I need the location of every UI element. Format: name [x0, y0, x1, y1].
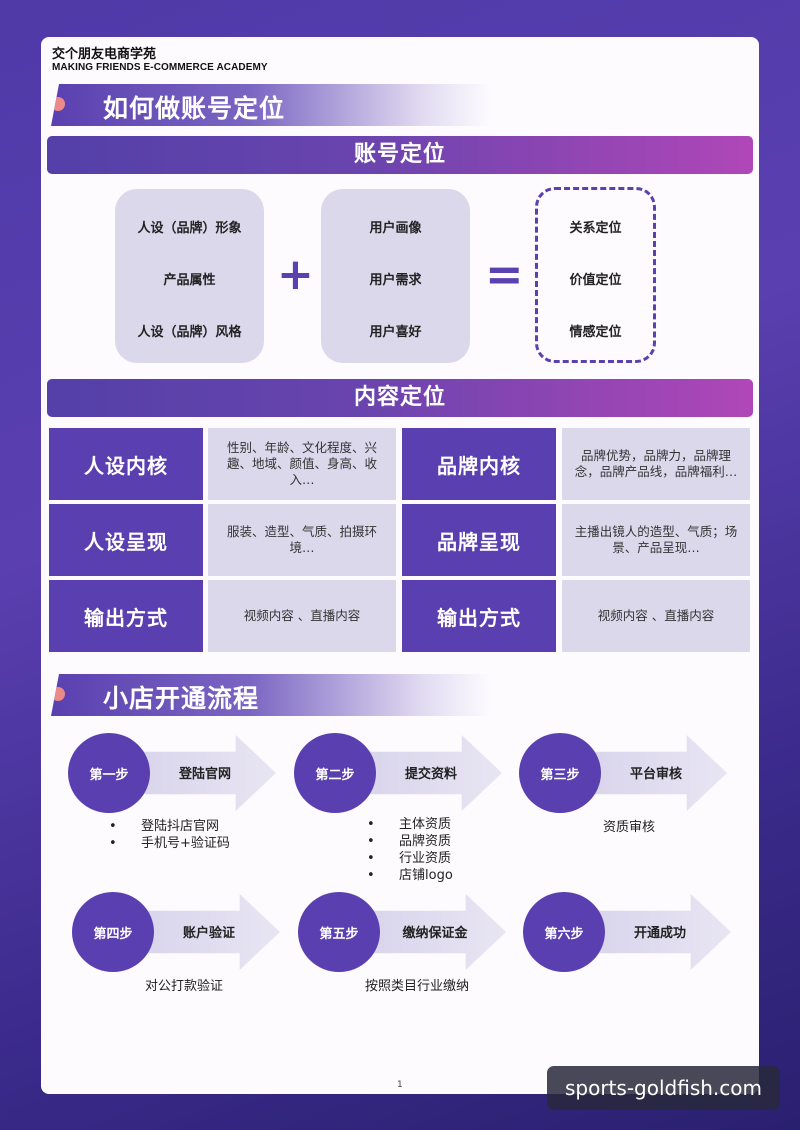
grid-header: 品牌内核 — [402, 428, 556, 500]
plus-icon: + — [277, 249, 314, 300]
document-page: 交个朋友电商学苑 MAKING FRIENDS E-COMMERCE ACADE… — [41, 37, 759, 1094]
card-item: 人设（品牌）形象 — [137, 221, 242, 236]
card-item: 情感定位 — [569, 325, 622, 340]
brand-name-en: MAKING FRIENDS E-COMMERCE ACADEMY — [52, 62, 268, 73]
bar-content-positioning: 内容定位 — [47, 379, 753, 417]
step-label: 提交资料 — [404, 767, 457, 782]
step-4-note: 对公打款验证 — [145, 979, 224, 994]
note-item: 品牌资质 — [367, 833, 453, 850]
step-label: 账户验证 — [182, 926, 235, 941]
section-title-text: 小店开通流程 — [103, 684, 260, 713]
grid-detail: 性别、年龄、文化程度、兴趣、地域、颜值、身高、收入… — [208, 428, 396, 500]
step-label: 平台审核 — [629, 767, 682, 782]
step-number: 第四步 — [72, 892, 154, 972]
grid-detail: 主播出镜人的造型、气质；场景、产品呈现… — [562, 504, 750, 576]
grid-detail: 视频内容 、直播内容 — [208, 580, 396, 652]
grid-header: 输出方式 — [49, 580, 203, 652]
card-item: 价值定位 — [569, 273, 622, 288]
step-number: 第六步 — [523, 892, 605, 972]
step-5-note: 按照类目行业缴纳 — [365, 979, 470, 994]
card-item: 用户画像 — [369, 221, 422, 236]
card-user-attributes: 用户画像 用户需求 用户喜好 — [321, 189, 470, 363]
step-label: 缴纳保证金 — [402, 926, 468, 941]
step-label: 开通成功 — [633, 926, 686, 941]
brand-name-cn: 交个朋友电商学苑 — [52, 47, 157, 62]
bullet-dot-icon — [51, 97, 65, 111]
card-item: 用户需求 — [369, 273, 422, 288]
step-label: 登陆官网 — [178, 767, 231, 782]
note-item: 主体资质 — [367, 816, 453, 833]
bar-account-positioning: 账号定位 — [47, 136, 753, 174]
step-3-note: 资质审核 — [603, 820, 656, 835]
note-item: 店铺logo — [367, 867, 453, 884]
step-number: 第一步 — [68, 733, 150, 813]
note-item: 登陆抖店官网 — [109, 818, 230, 835]
card-item: 人设（品牌）风格 — [137, 325, 242, 340]
note-item: 手机号+验证码 — [109, 835, 230, 852]
card-persona-attributes: 人设（品牌）形象 产品属性 人设（品牌）风格 — [115, 189, 264, 363]
card-item: 产品属性 — [163, 273, 216, 288]
bullet-dot-icon — [51, 687, 65, 701]
grid-header: 品牌呈现 — [402, 504, 556, 576]
step-number: 第二步 — [294, 733, 376, 813]
grid-header: 人设呈现 — [49, 504, 203, 576]
step-3: 第三步 平台审核 — [519, 733, 729, 813]
step-2: 第二步 提交资料 — [294, 733, 504, 813]
section-title-store-opening: 小店开通流程 — [51, 674, 491, 716]
step-1-notes: 登陆抖店官网 手机号+验证码 — [109, 818, 230, 852]
grid-detail: 服装、造型、气质、拍摄环境… — [208, 504, 396, 576]
step-number: 第三步 — [519, 733, 601, 813]
step-1: 第一步 登陆官网 — [68, 733, 278, 813]
grid-detail: 品牌优势，品牌力，品牌理念，品牌产品线，品牌福利… — [562, 428, 750, 500]
step-5: 第五步 缴纳保证金 — [298, 892, 508, 972]
section-title-account-positioning: 如何做账号定位 — [51, 84, 491, 126]
watermark: sports-goldfish.com — [547, 1066, 780, 1110]
section-title-text: 如何做账号定位 — [103, 94, 286, 123]
grid-header: 人设内核 — [49, 428, 203, 500]
card-item: 用户喜好 — [369, 325, 422, 340]
step-number: 第五步 — [298, 892, 380, 972]
step-4: 第四步 账户验证 — [72, 892, 282, 972]
note-item: 行业资质 — [367, 850, 453, 867]
grid-header: 输出方式 — [402, 580, 556, 652]
card-item: 关系定位 — [569, 221, 622, 236]
step-6: 第六步 开通成功 — [523, 892, 733, 972]
step-2-notes: 主体资质 品牌资质 行业资质 店铺logo — [367, 816, 453, 884]
page-number: 1 — [397, 1080, 403, 1090]
card-positioning-result: 关系定位 价值定位 情感定位 — [535, 187, 656, 363]
grid-detail: 视频内容 、直播内容 — [562, 580, 750, 652]
equals-icon: = — [485, 247, 524, 301]
